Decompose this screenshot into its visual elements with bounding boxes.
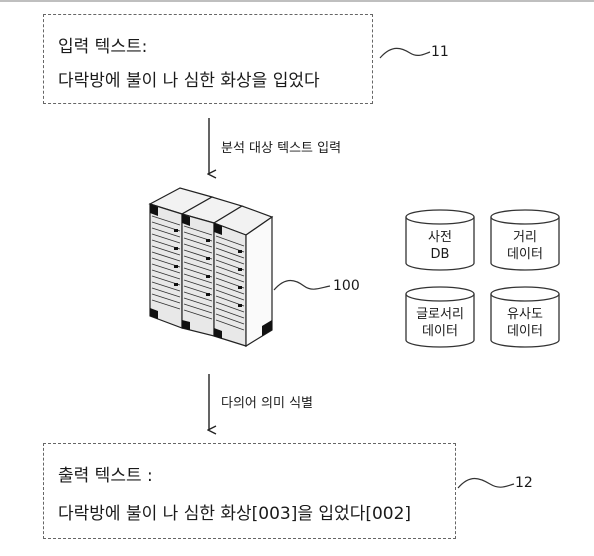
database-icon	[405, 209, 475, 271]
database-icon	[405, 286, 475, 348]
arrow-top-label: 분석 대상 텍스트 입력	[221, 141, 342, 156]
db-label-line2: DB	[430, 247, 450, 262]
dictionary-db-cylinder: 사전 DB	[404, 208, 476, 272]
db-label-line1: 사전	[428, 230, 452, 245]
output-sentence: 다락방에 불이 나 심한 화상[003]을 입었다[002]	[58, 504, 412, 524]
arrow-bottom-label: 다의어 의미 식별	[221, 396, 313, 411]
input-ref-leader	[379, 47, 431, 59]
input-sentence: 다락방에 불이 나 심한 화상을 입었다	[58, 71, 320, 91]
database-icon	[490, 209, 560, 271]
server-rack-icon	[148, 187, 274, 348]
input-title: 입력 텍스트:	[58, 37, 148, 57]
db-label-line2: 데이터	[422, 324, 458, 339]
server-ref-leader	[273, 279, 331, 291]
db-label-line1: 유사도	[507, 307, 543, 322]
db-label-line2: 데이터	[507, 247, 543, 262]
output-ref-number: 12	[515, 475, 533, 491]
output-text-box: 출력 텍스트 : 다락방에 불이 나 심한 화상[003]을 입었다[002]	[43, 443, 456, 539]
top-border-line	[0, 0, 594, 2]
db-label-line2: 데이터	[507, 324, 543, 339]
server-ref-number: 100	[333, 278, 360, 294]
db-label-line1: 글로서리	[416, 307, 464, 322]
glossary-data-cylinder: 글로서리 데이터	[404, 285, 476, 349]
db-label-line1: 거리	[513, 230, 537, 245]
similarity-data-cylinder: 유사도 데이터	[489, 285, 561, 349]
output-title: 출력 텍스트 :	[58, 466, 153, 486]
database-icon	[490, 286, 560, 348]
distance-data-cylinder: 거리 데이터	[489, 208, 561, 272]
output-ref-leader	[457, 477, 515, 489]
input-text-box: 입력 텍스트: 다락방에 불이 나 심한 화상을 입었다	[43, 14, 373, 104]
input-ref-number: 11	[431, 44, 449, 60]
